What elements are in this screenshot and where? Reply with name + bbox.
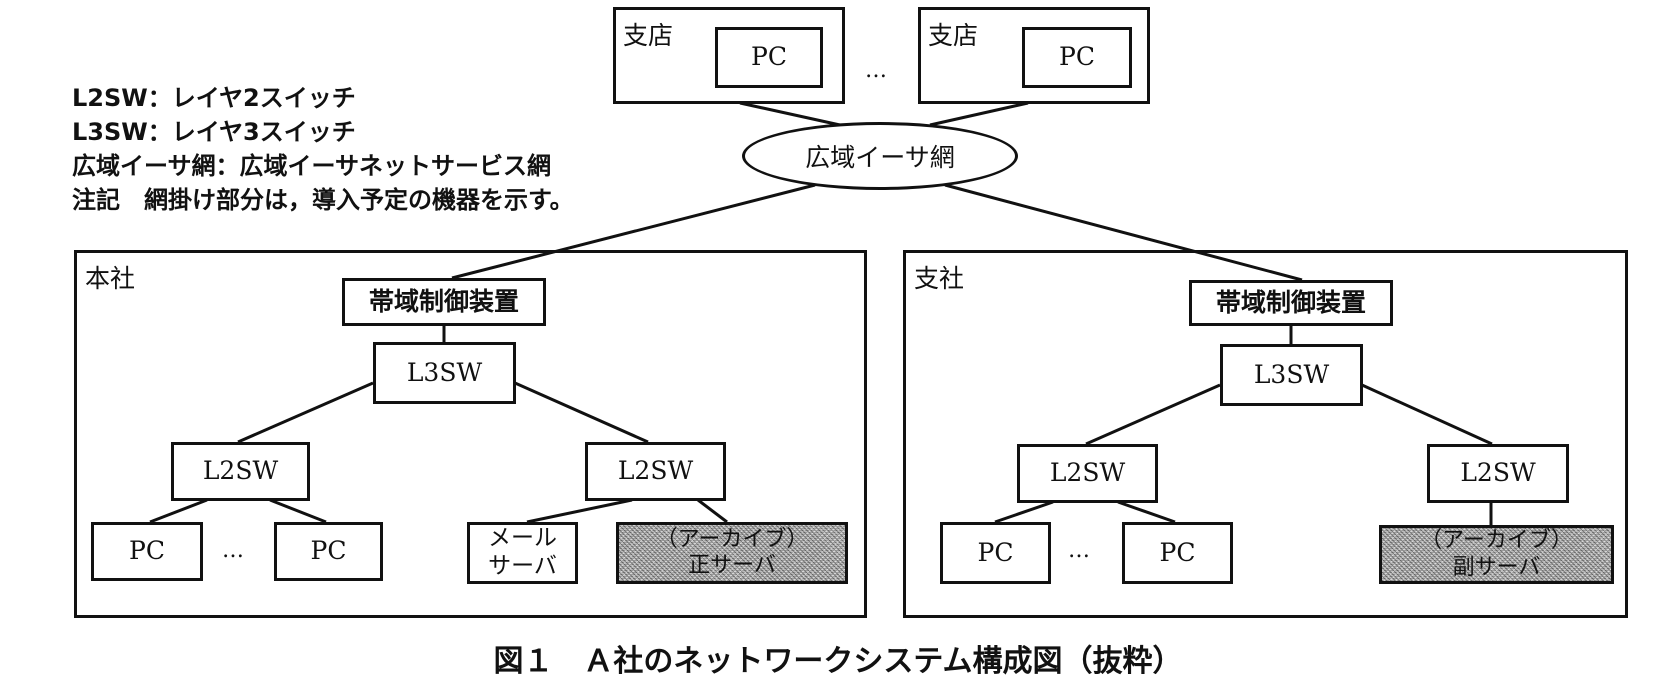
br-bandwidth-controller: 帯域制御装置 [1189, 280, 1393, 326]
br-l2sw-left-label: L2SW [1049, 458, 1126, 488]
branch-region: 支社 [903, 250, 1628, 618]
legend-item-l3sw: L3SW：レイヤ3スイッチ [72, 118, 356, 146]
branch-label: 支社 [914, 264, 965, 293]
hq-l2sw-right-label: L2SW [617, 456, 694, 486]
figure-caption: 図１ Ａ社のネットワークシステム構成図（抜粋） [493, 644, 1183, 679]
hq-archive-primary-server: （アーカイブ） 正サーバ [616, 522, 848, 584]
legend-item-l2sw: L2SW：レイヤ2スイッチ [72, 84, 356, 112]
hq-pc-2-label: PC [310, 536, 347, 566]
headquarters-label: 本社 [85, 264, 136, 293]
hq-l2sw-left: L2SW [171, 442, 310, 501]
link-hq-l2l-pc2 [269, 498, 327, 524]
legend-note: 注記 網掛け部分は，導入予定の機器を示す。 [72, 186, 574, 214]
hq-pc-2: PC [274, 522, 383, 581]
br-bandwidth-controller-label: 帯域制御装置 [1215, 287, 1366, 317]
br-l2sw-left: L2SW [1017, 444, 1158, 503]
link-store1-wan [739, 101, 841, 127]
link-br-l2l-pc2 [1117, 500, 1176, 524]
br-pc-ellipsis: … [1068, 538, 1091, 563]
store-ellipsis: … [865, 58, 888, 83]
store-pc-1: PC [715, 27, 823, 88]
link-br-l2l-pc1 [994, 500, 1054, 524]
hq-bandwidth-controller-label: 帯域制御装置 [368, 286, 519, 316]
store-label: 支店 [623, 21, 674, 50]
link-hq-l2l-pc1 [149, 498, 208, 524]
hq-mail-server: メール サーバ [467, 522, 578, 584]
link-store2-wan [929, 101, 1029, 127]
link-hq-l3-l2l [237, 381, 374, 444]
legend-item-wan: 広域イーサ網：広域イーサネットサービス網 [72, 152, 552, 180]
hq-archive-primary-server-label: （アーカイブ） 正サーバ [655, 526, 809, 578]
br-l3sw: L3SW [1220, 344, 1363, 406]
hq-pc-1-label: PC [129, 536, 165, 566]
br-archive-secondary-server: （アーカイブ） 副サーバ [1379, 525, 1614, 584]
store-pc-2: PC [1022, 27, 1132, 88]
br-pc-1-label: PC [977, 537, 1014, 567]
br-pc-1: PC [940, 522, 1051, 584]
link-br-l3-l2l [1085, 383, 1221, 446]
hq-pc-1: PC [91, 522, 203, 581]
br-l3sw-label: L3SW [1253, 359, 1330, 389]
link-hq-l3-l2r [514, 381, 649, 444]
hq-bandwidth-controller: 帯域制御装置 [342, 278, 546, 326]
link-wan-hq [451, 183, 816, 280]
hq-l3sw: L3SW [373, 342, 516, 404]
store-pc-label: PC [751, 42, 787, 72]
wan-label: 広域イーサ網 [805, 143, 955, 172]
br-l2sw-right-label: L2SW [1460, 458, 1536, 488]
link-hq-l2r-mail [526, 498, 633, 524]
link-br-l3-l2r [1361, 383, 1493, 446]
hq-l2sw-right: L2SW [585, 442, 726, 501]
link-hq-l2r-archive [697, 498, 728, 524]
br-pc-2: PC [1122, 522, 1233, 584]
headquarters-region: 本社 [74, 250, 867, 618]
br-l2sw-right: L2SW [1427, 444, 1569, 503]
store-pc-label: PC [1059, 42, 1095, 72]
br-archive-secondary-server-label: （アーカイブ） 副サーバ [1420, 528, 1573, 580]
wan-ellipse: 広域イーサ網 [742, 122, 1018, 190]
store-label: 支店 [928, 21, 979, 50]
link-wan-branch [944, 183, 1303, 282]
br-pc-2-label: PC [1159, 537, 1196, 567]
hq-mail-server-label: メール サーバ [488, 525, 557, 579]
hq-l3sw-label: L3SW [406, 357, 483, 387]
hq-pc-ellipsis: … [222, 538, 245, 563]
hq-l2sw-left-label: L2SW [202, 456, 279, 486]
